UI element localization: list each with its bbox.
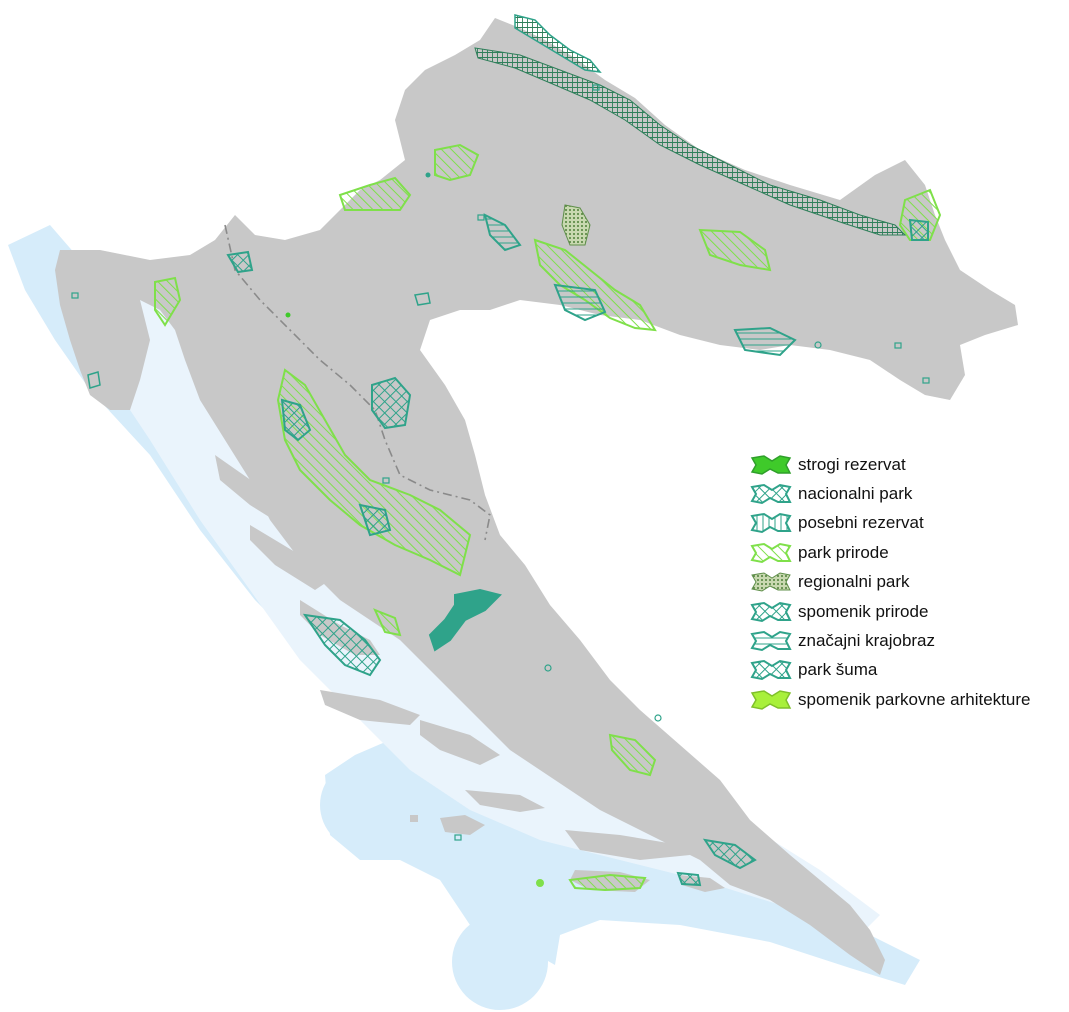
- legend-label: park prirode: [798, 542, 889, 562]
- legend-item-spomenik-prirode: spomenik prirode: [748, 597, 1030, 626]
- legend-item-znacajni-krajobraz: značajni krajobraz: [748, 626, 1030, 655]
- legend-item-regionalni-park: regionalni park: [748, 568, 1030, 597]
- legend-item-nacionalni-park: nacionalni park: [748, 479, 1030, 508]
- legend-label: strogi rezervat: [798, 454, 906, 474]
- teal-crosshatch-blob-icon: [750, 484, 792, 505]
- legend-item-park-suma: park šuma: [748, 656, 1030, 685]
- legend-label: nacionalni park: [798, 484, 913, 504]
- map-legend: strogi rezervat nacionalni park posebni …: [748, 450, 1030, 715]
- lime-solid-blob-icon: [750, 690, 792, 710]
- legend-label: posebni rezervat: [798, 513, 924, 533]
- solid-green-blob-icon: [750, 454, 792, 475]
- legend-label: regionalni park: [798, 572, 910, 592]
- teal-diagonal-cross-blob-icon: [750, 601, 792, 622]
- legend-item-posebni-rezervat: posebni rezervat: [748, 509, 1030, 538]
- olive-dotted-blob-icon: [751, 572, 791, 592]
- lime-diagonal-hatch-blob-icon: [750, 542, 792, 563]
- legend-label: značajni krajobraz: [798, 631, 936, 651]
- legend-item-park-prirode: park prirode: [748, 538, 1030, 567]
- border-dashed-line: [224, 224, 491, 541]
- legend-label: spomenik prirode: [798, 601, 929, 621]
- legend-label: spomenik parkovne arhitekture: [798, 689, 1031, 709]
- teal-vertical-hatch-blob-icon: [750, 513, 792, 534]
- protected-areas: [71, 14, 942, 892]
- legend-item-spomenik-parkovne-arhitekture: spomenik parkovne arhitekture: [748, 685, 1030, 714]
- legend-label: park šuma: [798, 660, 878, 680]
- teal-cross-blob-icon: [750, 660, 792, 681]
- teal-horizontal-hatch-blob-icon: [750, 630, 792, 652]
- legend-item-strogi-rezervat: strogi rezervat: [748, 450, 1030, 479]
